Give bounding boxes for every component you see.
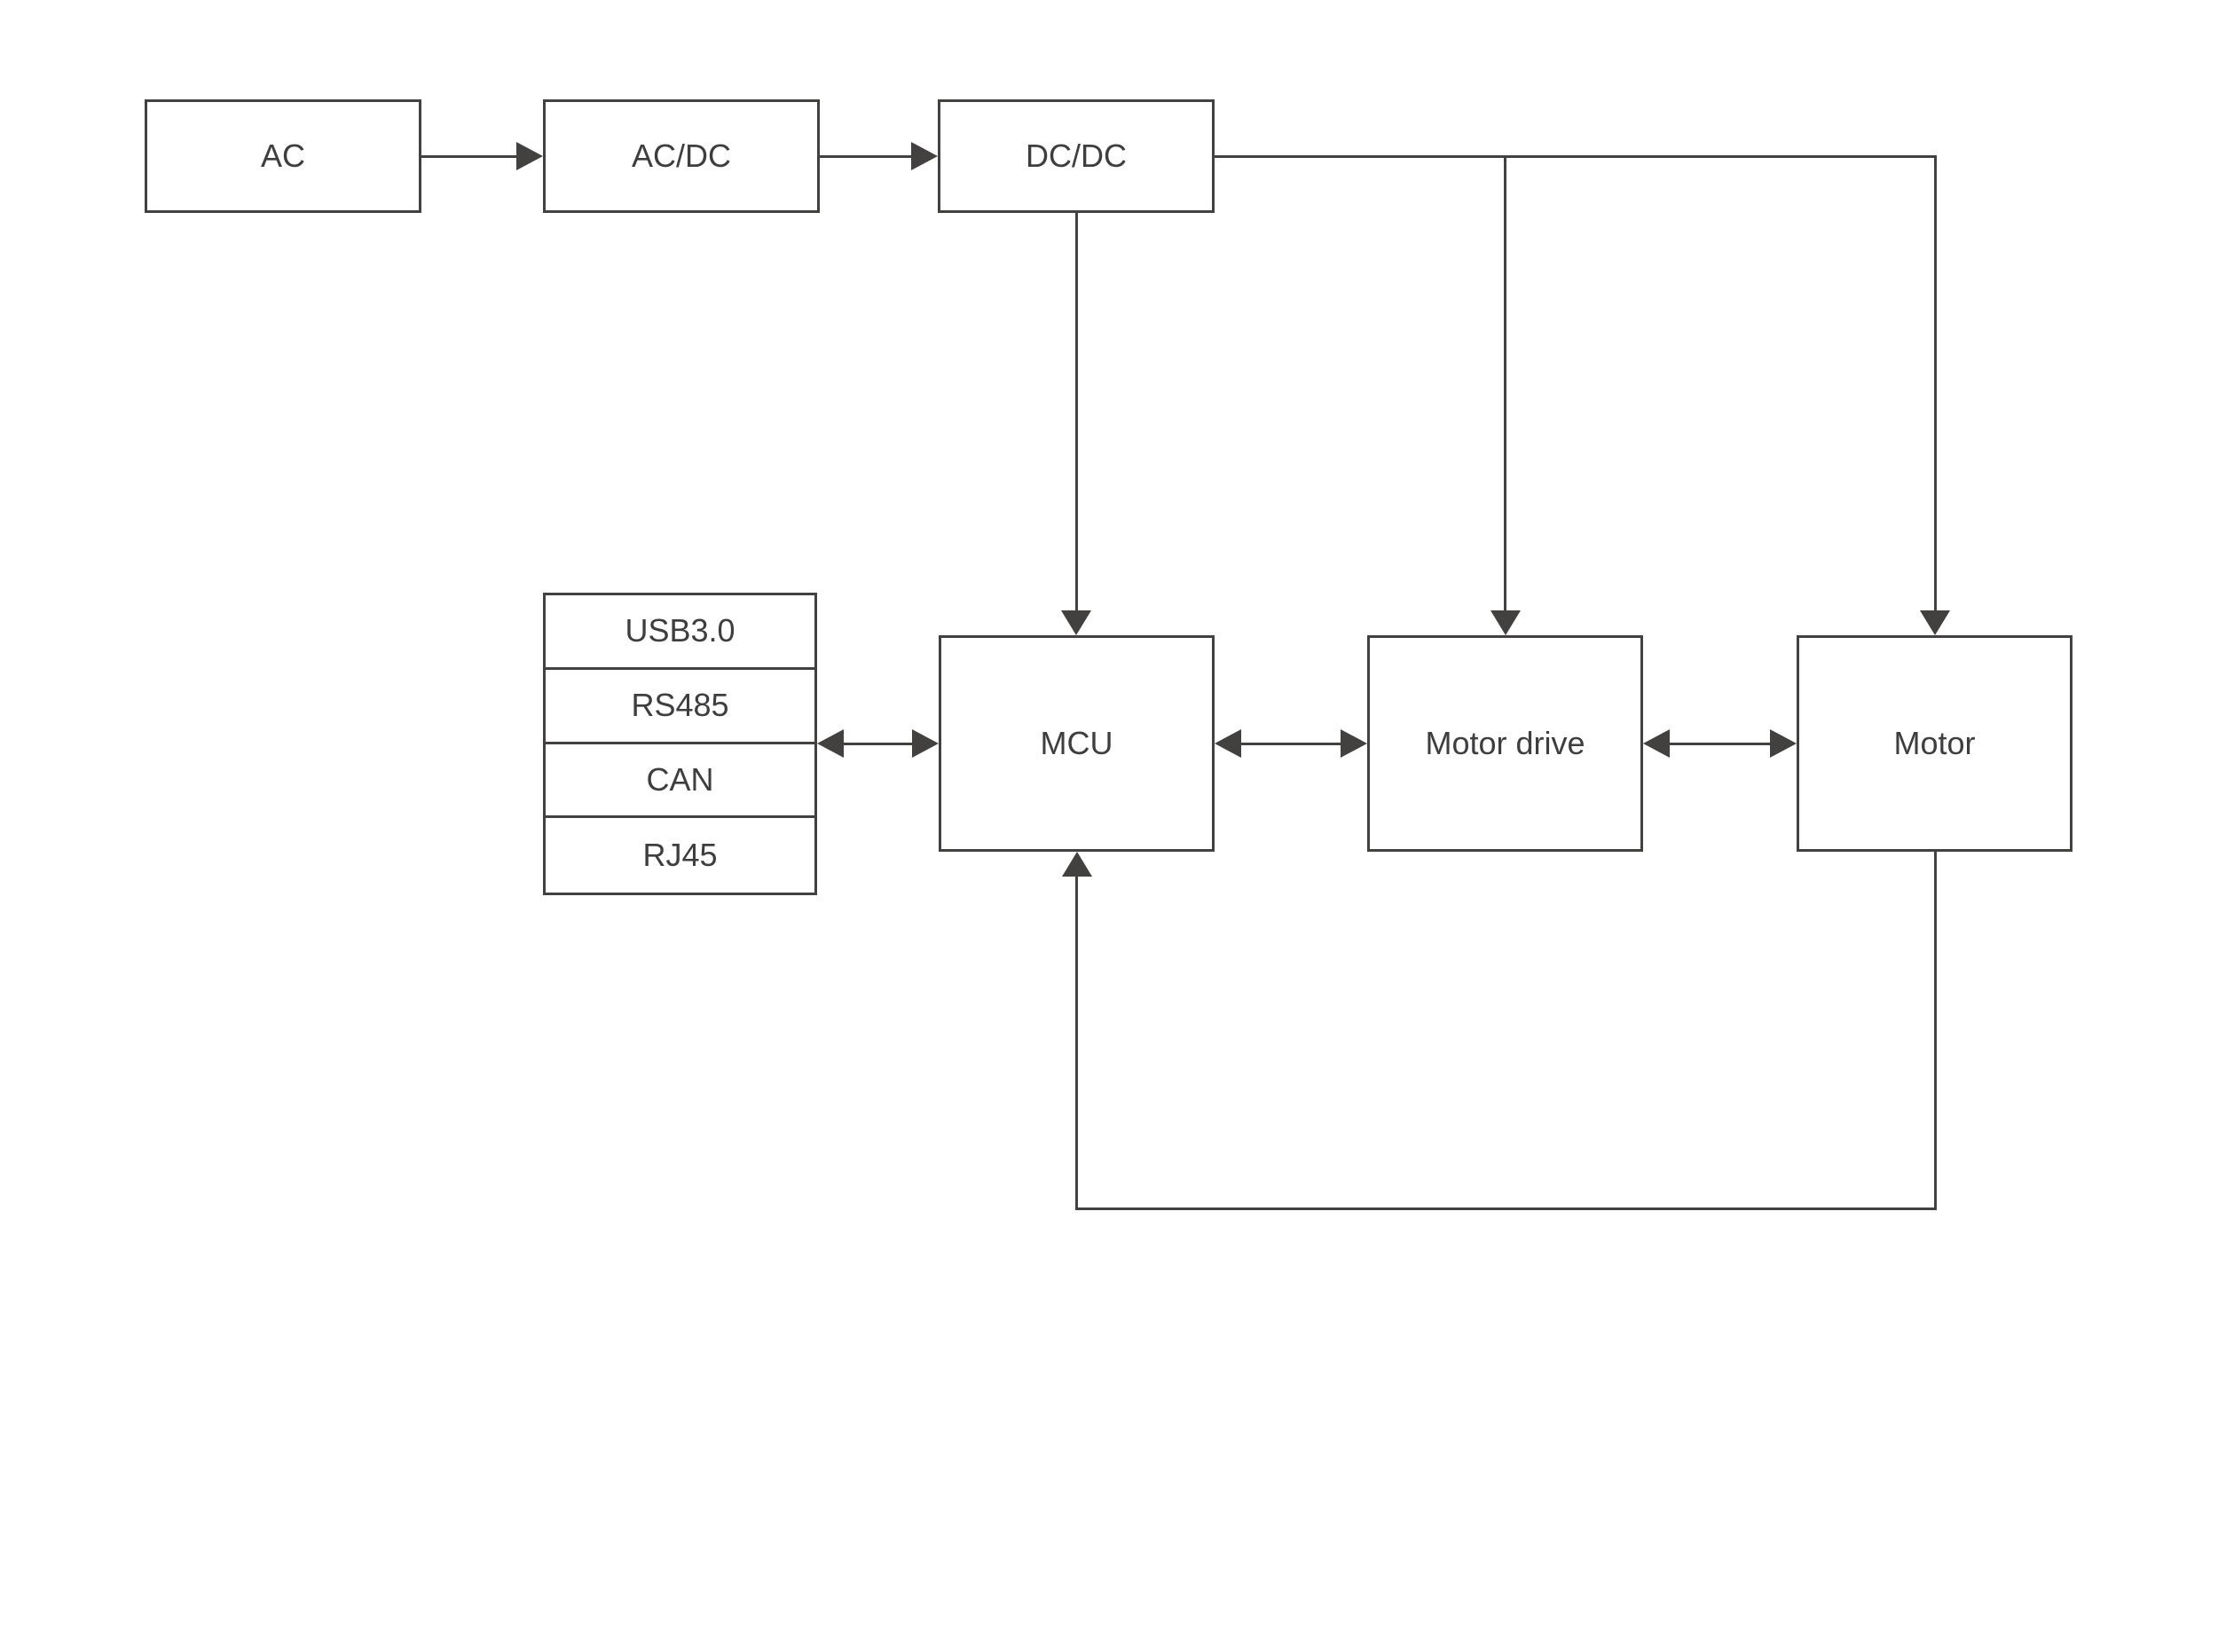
- edge-feedback-left-line: [1075, 877, 1078, 1210]
- arrowhead-into-interfaces-icon: [817, 729, 844, 758]
- edge-mcu-motordrive-line: [1241, 743, 1341, 745]
- node-mcu: MCU: [939, 635, 1215, 852]
- edge-feedback-bottom-line: [1075, 1208, 1937, 1210]
- edge-feedback-right-line: [1934, 852, 1937, 1210]
- arrowhead-into-mcu-top-icon: [1061, 610, 1091, 635]
- node-motor-drive: Motor drive: [1367, 635, 1643, 852]
- edge-dcdc-power-bus-line: [1215, 155, 1937, 158]
- arrowhead-into-motordrive-right-icon: [1643, 729, 1670, 758]
- edge-dcdc-to-motordrive-line: [1504, 155, 1506, 611]
- arrowhead-into-mcu-right-icon: [1215, 729, 1241, 758]
- edge-ac-to-acdc-line: [421, 155, 518, 158]
- arrowhead-into-motordrive-top-icon: [1490, 610, 1521, 635]
- node-interface-stack: USB3.0 RS485 CAN RJ45: [543, 593, 817, 895]
- edge-dcdc-to-mcu-line: [1075, 210, 1078, 611]
- arrowhead-into-motor-top-icon: [1920, 610, 1950, 635]
- arrowhead-into-dcdc-icon: [911, 142, 938, 170]
- node-ac-dc: AC/DC: [543, 99, 820, 213]
- arrowhead-into-motordrive-left-icon: [1341, 729, 1367, 758]
- arrowhead-into-mcu-left-icon: [912, 729, 939, 758]
- edge-dcdc-to-motor-line: [1934, 155, 1937, 611]
- interface-usb3: USB3.0: [546, 595, 814, 670]
- edge-interfaces-mcu-line: [844, 743, 912, 745]
- node-ac: AC: [145, 99, 421, 213]
- node-dc-dc: DC/DC: [938, 99, 1215, 213]
- edge-acdc-to-dcdc-line: [820, 155, 913, 158]
- node-motor: Motor: [1797, 635, 2072, 852]
- interface-rj45: RJ45: [642, 837, 718, 874]
- arrowhead-into-acdc-icon: [516, 142, 543, 170]
- arrowhead-into-motor-left-icon: [1770, 729, 1797, 758]
- arrowhead-into-mcu-bottom-icon: [1062, 852, 1092, 877]
- interface-can: CAN: [546, 744, 814, 819]
- interface-rs485: RS485: [546, 670, 814, 744]
- edge-motordrive-motor-line: [1670, 743, 1770, 745]
